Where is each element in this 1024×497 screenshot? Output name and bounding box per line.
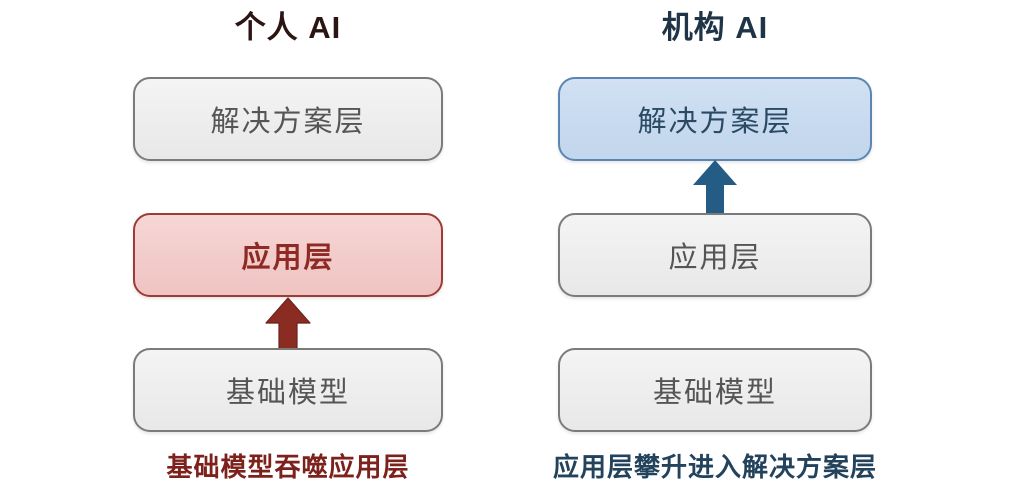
arrow-up-icon-base-to-application [264,297,312,353]
personal-solution-layer-box: 解决方案层 [133,77,443,161]
institutional-application-layer-label: 应用层 [668,242,762,274]
column-institutional-ai: 机构 AI 解决方案层 应用层 基础模型 应用层攀升进入解决方案层 [553,0,876,497]
institutional-base-model-label: 基础模型 [652,377,777,409]
column-title-institutional-ai: 机构 AI [661,10,769,45]
arrow-up-icon-application-to-solution [691,159,739,215]
column-personal-ai: 个人 AI 解决方案层 应用层 基础模型 基础模型吞噬应用层 [133,0,443,497]
column-title-personal-ai: 个人 AI [234,10,342,45]
caption-personal-ai: 基础模型吞噬应用层 [166,452,410,482]
personal-application-layer-label: 应用层 [241,242,335,274]
personal-application-layer-box: 应用层 [133,213,443,297]
institutional-application-layer-box: 应用层 [558,213,872,297]
caption-institutional-ai: 应用层攀升进入解决方案层 [552,452,877,482]
personal-solution-layer-label: 解决方案层 [210,106,366,138]
institutional-base-model-box: 基础模型 [558,348,872,432]
institutional-solution-layer-label: 解决方案层 [637,106,793,138]
personal-base-model-label: 基础模型 [225,377,350,409]
institutional-solution-layer-box: 解决方案层 [558,77,872,161]
personal-base-model-box: 基础模型 [133,348,443,432]
